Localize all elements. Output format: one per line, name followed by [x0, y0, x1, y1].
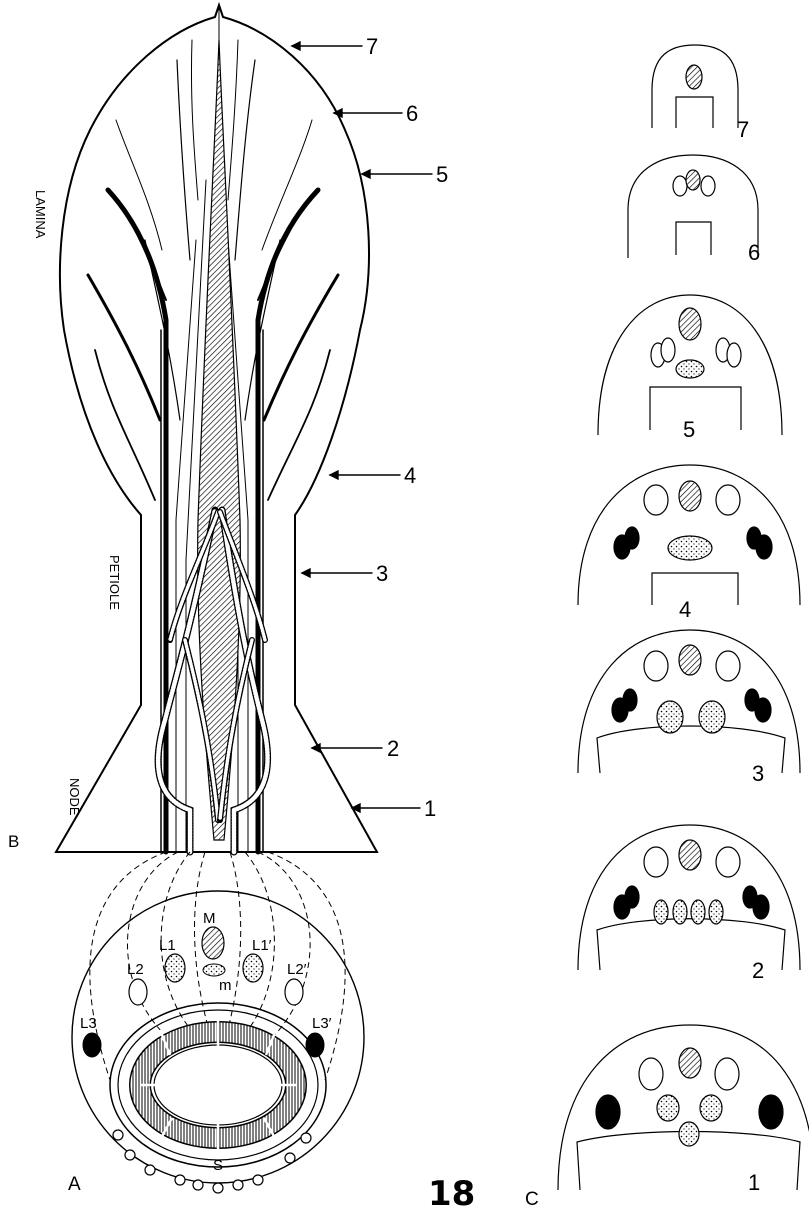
section-1-label: 1: [748, 1170, 760, 1195]
section-3: [578, 630, 800, 773]
l3-left-branch: [88, 275, 160, 420]
trace-l1p: [243, 954, 263, 982]
panel-b-leaf: [56, 5, 432, 852]
label-l1p: L1′: [252, 937, 272, 954]
level-2-label: 2: [387, 736, 399, 761]
section-1: [558, 1025, 809, 1190]
section-5: [598, 295, 782, 435]
level-5-label: 5: [436, 162, 448, 187]
pith: [154, 1045, 282, 1125]
section-4-label: 4: [679, 597, 691, 622]
l3-left-branch2: [128, 215, 166, 300]
level-7-label: 7: [366, 34, 378, 59]
level-3-label: 3: [376, 561, 388, 586]
petiole-label: PETIOLE: [107, 555, 122, 610]
label-l2: L2: [127, 961, 144, 978]
level-1-label: 1: [424, 796, 436, 821]
label-s: S: [213, 1157, 223, 1174]
vein-left-1: [95, 350, 155, 500]
vein-right-1: [268, 350, 330, 500]
section-4: [578, 465, 800, 605]
level-6-label: 6: [406, 101, 418, 126]
l3-right-branch2: [258, 215, 298, 300]
section-6-label: 6: [748, 240, 760, 265]
label-l1: L1: [159, 937, 176, 954]
trace-l3p: [306, 1033, 324, 1057]
vein-right-3: [235, 60, 255, 260]
section-2: [578, 825, 800, 970]
label-m-lower: m: [219, 977, 232, 994]
trace-l2p: [285, 979, 303, 1005]
level-arrows: [292, 42, 432, 812]
section-7-label: 7: [737, 117, 749, 142]
trace-l3: [83, 1033, 101, 1057]
trace-m: [202, 927, 224, 959]
vein-left-3: [177, 60, 190, 260]
trace-m-small: [203, 964, 225, 976]
section-3-label: 3: [752, 761, 764, 786]
section-6: [628, 155, 758, 258]
node-label: NODE: [67, 778, 82, 816]
label-l3p: L3′: [312, 1015, 332, 1032]
l3-right-branch: [264, 275, 338, 420]
level-4-label: 4: [404, 463, 416, 488]
panel-b-label: B: [8, 832, 19, 851]
trace-l2: [129, 979, 147, 1005]
lamina-label: LAMINA: [33, 190, 48, 239]
figure-number: 18: [428, 1174, 475, 1214]
panel-a-label: A: [68, 1174, 81, 1195]
vein-left-4: [191, 40, 198, 200]
panel-c-label: C: [525, 1189, 539, 1210]
label-l2p: L2′: [287, 961, 307, 978]
section-7: [652, 45, 738, 128]
label-m-upper: M: [203, 910, 216, 927]
vein-right-4: [228, 40, 238, 200]
section-2-label: 2: [752, 958, 764, 983]
label-l3: L3: [80, 1015, 97, 1032]
trace-l1: [165, 954, 185, 982]
level-numbers: 1 2 3 4 5 6 7: [366, 34, 448, 821]
section-5-label: 5: [683, 417, 695, 442]
